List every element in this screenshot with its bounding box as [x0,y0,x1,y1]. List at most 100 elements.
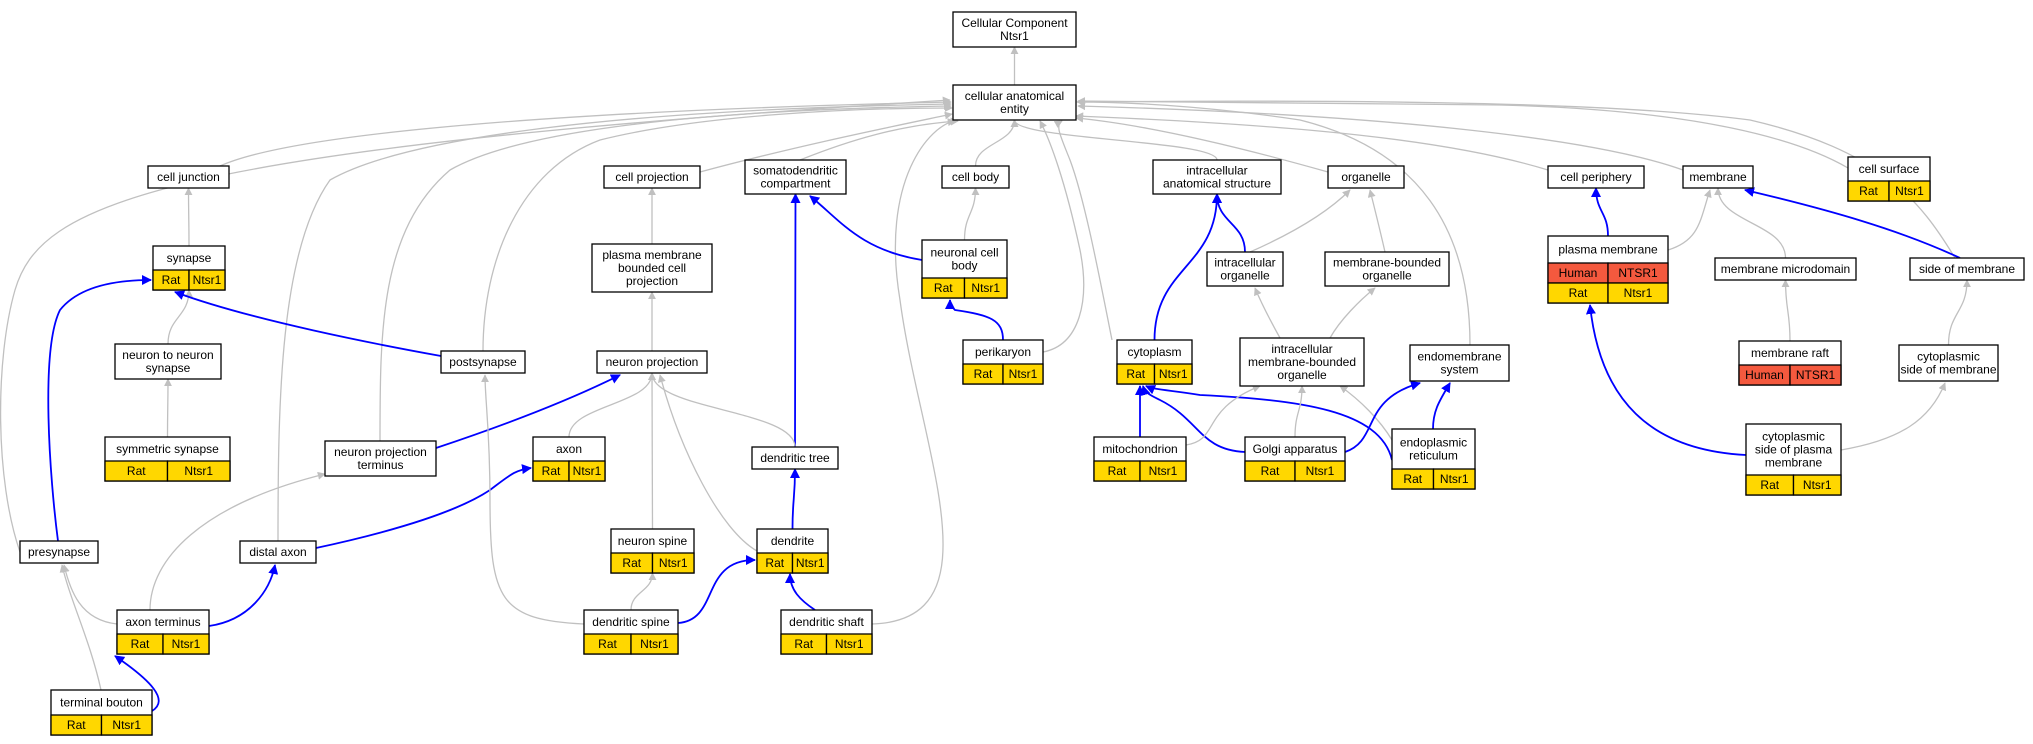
node-box [440,350,526,374]
edge-dendrite-to-neuron_projection [657,374,758,552]
edge-ncb-to-cell_body [963,187,980,241]
node-label: organelle [1220,269,1270,283]
edge-golgi-to-imbo [1294,385,1306,438]
annotation-cell [166,460,231,482]
annotation-label: Ntsr1 [971,281,1000,295]
node-label: dendrite [771,534,815,548]
annotation-cell [1792,474,1842,496]
edge-distal_axon-to-cae [277,100,952,542]
node-label: endomembrane [1417,350,1501,364]
annotation-label: Ntsr1 [1624,286,1653,300]
node-organelle[interactable]: organelle [1327,165,1405,189]
node-cell_projection[interactable]: cell projection [603,165,701,189]
edge-symmetric_synapse-to-n2n_synapse [163,378,172,438]
node-label: membrane-bounded [1248,355,1356,369]
node-box [1898,344,1999,382]
node-distal_axon[interactable]: distal axon [239,540,317,564]
node-box [952,11,1077,48]
annotation-label: Rat [1126,367,1145,381]
node-label: mitochondrion [1102,442,1177,456]
annotation-cell [1789,364,1842,386]
node-presynapse[interactable]: presynapse [19,540,99,564]
node-label: side of membrane [1900,363,1996,377]
edge-dendritic_tree-to-somatodendritic [790,193,801,448]
node-label: bounded cell [618,261,686,275]
edge-membrane-to-cae [1077,102,1684,171]
node-label: cell body [952,170,999,184]
edge-cell_junction-to-cae [219,98,952,167]
node-neuron_projection[interactable]: neuron projection [596,350,708,374]
node-label: anatomical structure [1163,177,1271,191]
edge-cell_projection-to-cae [699,111,953,173]
node-box [1152,159,1282,195]
edge-perikaryon-to-cae [1039,120,1085,353]
edge-axon_terminus-to-presynapse [61,564,118,625]
edge-somatodendritic-to-cae [799,117,959,161]
node-label: entity [1000,102,1029,116]
annotation-label: Rat [162,273,181,287]
edge-ncb-to-somatodendritic [809,195,923,261]
node-label: cytoplasmic [1762,430,1825,444]
edge-plasma_membrane-to-cell_periphery [1591,187,1609,237]
annotation-label: NTSR1 [1796,368,1836,382]
edge-axon_terminus-to-npt [149,471,326,611]
node-label: intracellular [1186,164,1247,178]
node-cell_junction[interactable]: cell junction [147,165,230,189]
node-label: dendritic tree [760,451,830,465]
node-label: system [1440,363,1478,377]
node-cell_body[interactable]: cell body [941,165,1010,189]
edge-terminal_bouton-to-axon_terminus [114,655,160,712]
node-mem_micro[interactable]: membrane microdomain [1714,257,1857,281]
annotation-label: Rat [131,637,150,651]
node-box [19,540,99,564]
node-label: endoplasmic [1400,436,1467,450]
annotation-cell [630,633,679,655]
node-label: cytoplasmic [1917,350,1980,364]
node-postsynapse[interactable]: postsynapse [440,350,526,374]
node-label: organelle [1362,269,1412,283]
annotation-label: Rat [934,281,953,295]
node-dendritic_tree[interactable]: dendritic tree [751,446,839,470]
node-cell_periphery[interactable]: cell periphery [1547,165,1645,189]
node-membrane[interactable]: membrane [1682,165,1754,189]
annotation-cell [1002,363,1044,385]
edge-er-to-cytoplasm [1145,385,1393,461]
node-box [1714,257,1857,281]
node-label: neuronal cell [930,246,998,260]
node-label: membrane [1689,170,1747,184]
node-side_membrane[interactable]: side of membrane [1909,257,2025,281]
